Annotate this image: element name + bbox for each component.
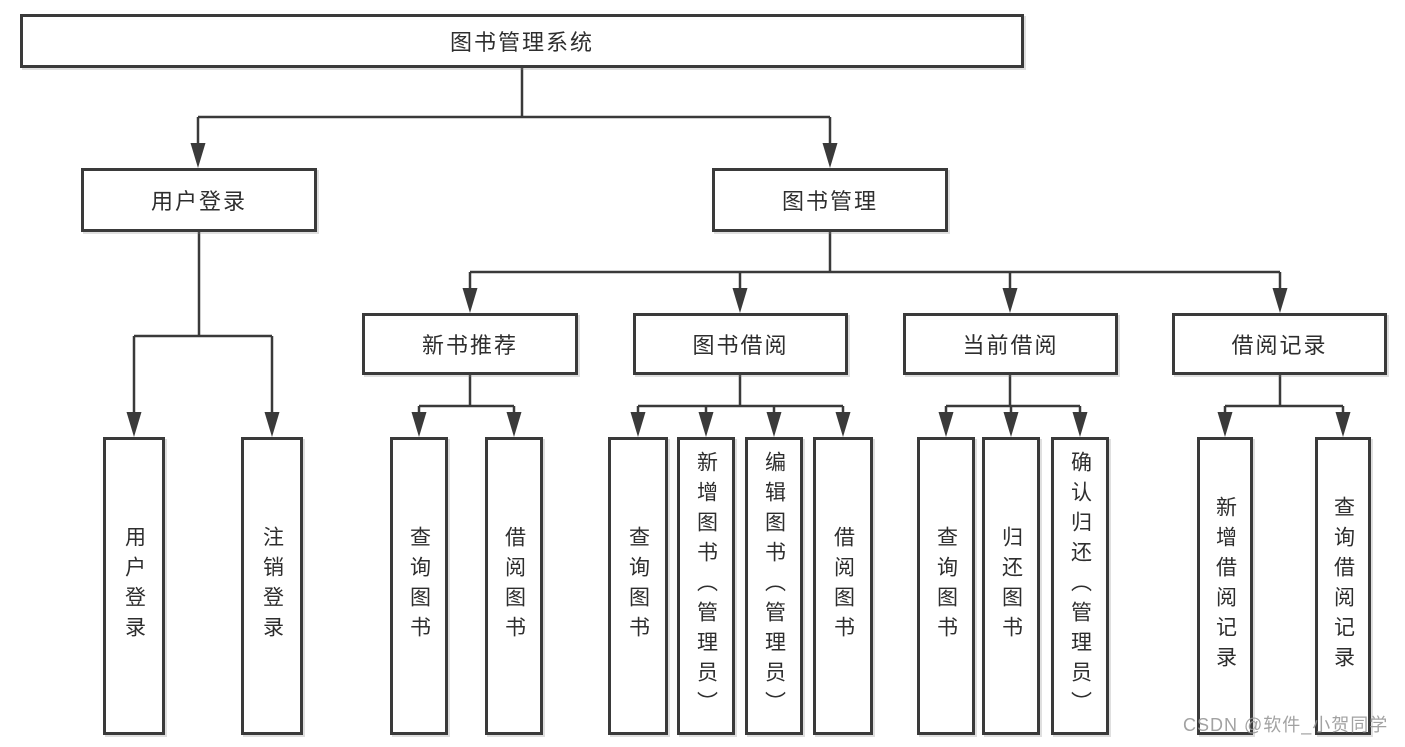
node-label: 查询图书 [934, 526, 958, 646]
node-label: 查询借阅记录 [1331, 496, 1355, 676]
node-label: 查询图书 [626, 526, 650, 646]
node-book-management-system: 图书管理系统 [20, 14, 1024, 68]
leaf-return-books: 归还图书 [982, 437, 1040, 735]
node-new-book-recommendation: 新书推荐 [362, 313, 578, 375]
node-label: 新增借阅记录 [1213, 496, 1237, 676]
watermark-text: CSDN @软件_小贺同学 [1183, 715, 1389, 735]
node-label: 当前借阅 [962, 333, 1059, 358]
leaf-edit-book-admin: 编辑图书（管理员） [745, 437, 803, 735]
arrowheads [126, 143, 1351, 437]
leaf-logout: 注销登录 [241, 437, 303, 735]
leaf-add-borrow-record: 新增借阅记录 [1197, 437, 1253, 735]
node-label: 图书管理 [781, 189, 878, 214]
node-label: 新书推荐 [421, 333, 518, 358]
node-label: 图书借阅 [692, 333, 789, 358]
node-label: 借阅记录 [1231, 333, 1328, 358]
node-user-login: 用户登录 [81, 168, 317, 232]
leaf-borrow-books: 借阅图书 [813, 437, 873, 735]
node-label: 用户登录 [122, 526, 146, 646]
leaf-query-borrow-record: 查询借阅记录 [1315, 437, 1371, 735]
leaf-confirm-return-admin: 确认归还（管理员） [1051, 437, 1109, 735]
node-label: 编辑图书（管理员） [762, 451, 786, 721]
leaf-query-books-recommend: 查询图书 [390, 437, 448, 735]
node-current-borrowing: 当前借阅 [903, 313, 1118, 375]
leaf-query-books-borrowing: 查询图书 [608, 437, 668, 735]
node-label: 新增图书（管理员） [694, 451, 718, 721]
node-label: 注销登录 [260, 526, 284, 646]
node-book-borrowing: 图书借阅 [633, 313, 848, 375]
leaf-user-login: 用户登录 [103, 437, 165, 735]
leaf-add-book-admin: 新增图书（管理员） [677, 437, 735, 735]
node-label: 归还图书 [999, 526, 1023, 646]
node-book-management: 图书管理 [712, 168, 948, 232]
node-label: 图书管理系统 [449, 30, 594, 55]
node-label: 借阅图书 [502, 526, 526, 646]
node-label: 查询图书 [407, 526, 431, 646]
node-label: 用户登录 [150, 189, 247, 214]
leaf-query-books-current: 查询图书 [917, 437, 975, 735]
node-borrowing-records: 借阅记录 [1172, 313, 1387, 375]
node-label: 借阅图书 [831, 526, 855, 646]
node-label: 确认归还（管理员） [1068, 451, 1092, 721]
leaf-borrow-books-recommend: 借阅图书 [485, 437, 543, 735]
